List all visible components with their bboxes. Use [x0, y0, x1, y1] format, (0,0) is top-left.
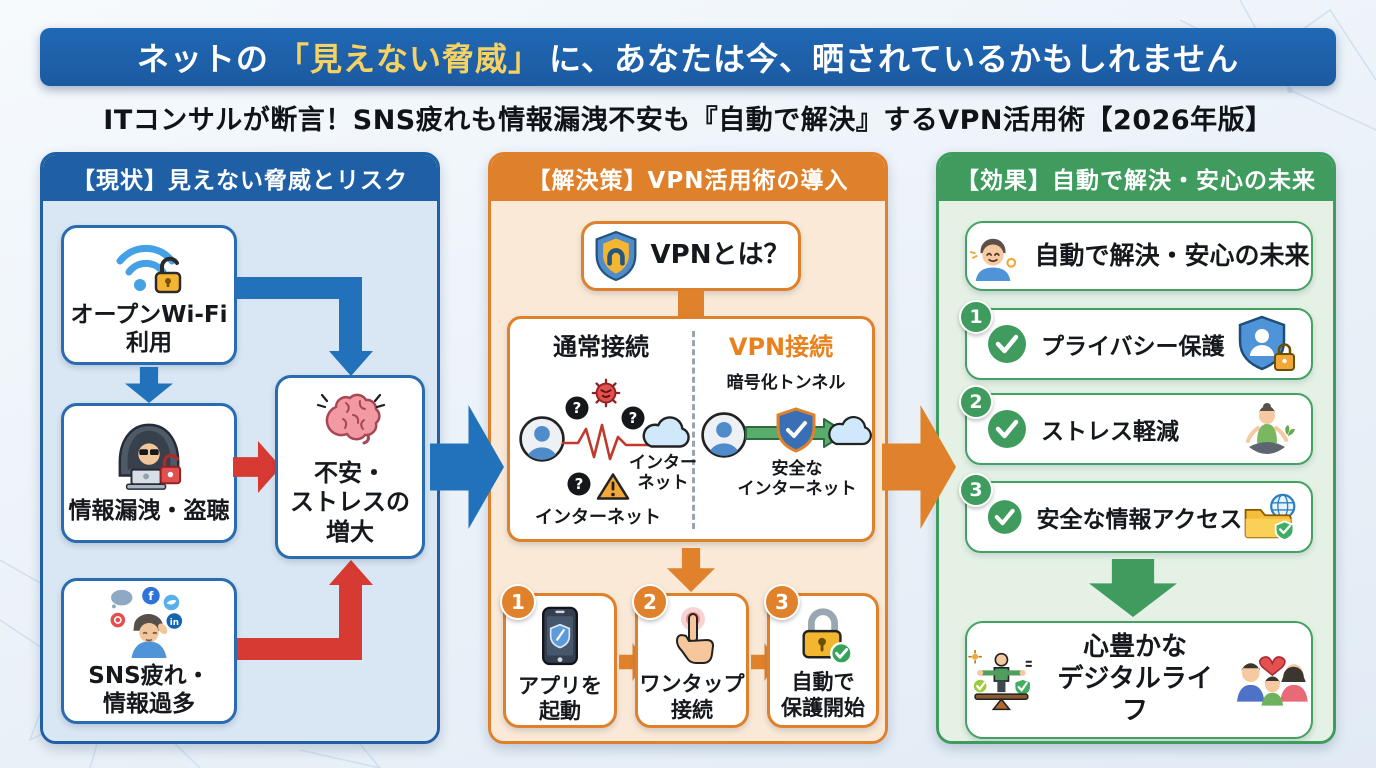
vpn-connection-title: VPN接続	[728, 333, 834, 361]
check-circle-icon	[988, 410, 1026, 448]
secure-tunnel-arrow-icon	[745, 407, 847, 453]
panel-current-threats: 【現状】見えない脅威とリスク オープンWi-Fi 利用	[40, 152, 440, 744]
step-2-badge: 2	[632, 584, 668, 620]
vpn-what-card: VPNとは？	[581, 221, 801, 291]
panel-effects: 【効果】自動で解決・安心の未来 自動で解決・安心の未来 1 プライバシー保護	[936, 152, 1336, 744]
main-title-banner: ネットの 「見えない脅威」 に、あなたは今、晒されているかもしれません	[40, 28, 1336, 86]
benefit-1-badge: 1	[959, 300, 993, 334]
panel-effects-body: 自動で解決・安心の未来 1 プライバシー保護 2	[939, 201, 1333, 741]
benefit-privacy-label: プライバシー保護	[1041, 334, 1225, 360]
data-leak-card: 情報漏洩・盗聴	[61, 403, 237, 543]
hacker-icon	[118, 423, 182, 490]
data-leak-label: 情報漏洩・盗聴	[68, 497, 230, 524]
internet-label-bottom: インターネット	[535, 507, 661, 528]
rich-digital-life-card: 心豊かな デジタルライフ	[965, 621, 1313, 739]
encrypted-tunnel-label: 暗号化トンネル	[726, 373, 846, 393]
stress-increase-card: 不安・ ストレスの 増大	[275, 375, 425, 559]
step-3-badge: 3	[764, 584, 800, 620]
sns-overload-person-icon: f in	[110, 586, 183, 658]
virus-icon	[591, 378, 621, 408]
check-circle-icon	[988, 325, 1026, 363]
internet-label-side: インター ネット	[629, 453, 697, 494]
wifi-unlocked-icon	[116, 244, 182, 294]
benefit-stress-label: ストレス軽減	[1041, 419, 1179, 445]
question-icon: ?	[621, 406, 645, 430]
question-icon: ?	[565, 396, 589, 420]
benefit-access-label: 安全な情報アクセス	[1036, 507, 1243, 533]
title-highlight: 「見えない脅威」	[276, 40, 541, 78]
meditation-person-icon	[1246, 403, 1295, 454]
lock-protected-icon	[802, 608, 853, 664]
sns-fatigue-label: SNS疲れ・ 情報過多	[88, 662, 210, 717]
panel-vpn-solution: 【解決策】VPN活用術の導入 VPNとは？ 通常接続 VPN接続	[488, 152, 888, 744]
step-one-tap-label: ワンタップ 接続	[639, 672, 745, 722]
safe-internet-label: 安全な インターネット	[737, 459, 857, 500]
life-balance-icon	[968, 649, 1032, 711]
question-icon: ?	[567, 472, 591, 496]
step-auto-protect-card: 3 自動で 保護開始	[764, 584, 879, 728]
arrow-sns-to-stress-horizontal	[237, 638, 362, 660]
benefit-stress-row: 2 ストレス軽減	[959, 385, 1313, 465]
step-1-badge: 1	[500, 584, 536, 620]
arrow-wifi-to-stress-vertical	[339, 277, 362, 353]
unstable-signal-line	[562, 423, 648, 461]
arrow-leak-to-stress	[233, 441, 281, 493]
warning-triangle-icon	[596, 473, 630, 500]
title-text-pre: ネットの	[136, 40, 269, 78]
arrow-wifi-to-stress-head	[329, 351, 373, 376]
check-circle-icon	[987, 500, 1022, 534]
step-launch-app-label: アプリを 起動	[518, 673, 602, 724]
benefit-access-row: 3 安全な情報アクセス	[959, 473, 1313, 553]
title-text-post: に、あなたは今、晒されているかもしれません	[548, 40, 1240, 78]
svg-text:in: in	[170, 618, 179, 628]
svg-text:f: f	[148, 589, 154, 603]
step-one-tap-card: 2 ワンタップ 接続	[632, 584, 749, 728]
rich-digital-life-label: 心豊かな デジタルライフ	[1057, 632, 1213, 726]
benefit-2-badge: 2	[959, 385, 993, 419]
arrow-sns-to-stress-head	[329, 560, 373, 585]
one-tap-hand-icon	[676, 607, 714, 664]
vpn-what-label: VPNとは？	[650, 240, 790, 271]
effect-summary-card: 自動で解決・安心の未来	[965, 221, 1313, 291]
panel-current-body: オープンWi-Fi 利用 情報漏洩・盗聴	[43, 201, 437, 741]
effect-summary-label: 自動で解決・安心の未来	[1034, 240, 1310, 270]
svg-text:?: ?	[629, 409, 638, 427]
panel-current-header: 【現状】見えない脅威とリスク	[43, 155, 437, 201]
svg-text:?: ?	[573, 399, 582, 417]
arrow-compare-to-steps	[667, 548, 715, 592]
internet-cloud-icon	[642, 416, 690, 448]
connection-compare-card: 通常接続 VPN接続	[507, 316, 875, 542]
open-wifi-label: オープンWi-Fi 利用	[70, 301, 228, 356]
benefit-privacy-row: 1 プライバシー保護	[959, 300, 1313, 380]
happy-person-icon	[970, 238, 1017, 281]
arrow-benefits-to-final	[1089, 559, 1177, 617]
connector-vpn-to-compare	[678, 291, 704, 318]
user-icon	[519, 416, 565, 462]
vpn-shield-icon	[595, 230, 636, 282]
arrow-wifi-to-leak	[125, 367, 173, 403]
vpn-app-phone-icon	[542, 606, 578, 666]
compare-divider	[692, 331, 695, 529]
step-launch-app-card: 1 アプリを 起動	[500, 584, 617, 728]
user-icon	[701, 412, 747, 458]
step-auto-protect-label: 自動で 保護開始	[781, 670, 865, 720]
privacy-shield-lock-icon	[1238, 315, 1295, 371]
panel-solution-body: VPNとは？ 通常接続 VPN接続	[491, 201, 885, 741]
secure-folder-globe-icon	[1244, 493, 1296, 541]
open-wifi-card: オープンWi-Fi 利用	[61, 225, 237, 365]
safe-cloud-icon	[828, 415, 872, 446]
subtitle: ITコンサルが断言！SNS疲れも情報漏洩不安も『自動で解決』するVPN活用術【2…	[103, 105, 1273, 136]
stressed-brain-icon	[316, 393, 386, 445]
normal-connection-title: 通常接続	[553, 333, 649, 361]
panel-solution-header: 【解決策】VPN活用術の導入	[491, 155, 885, 201]
happy-family-icon	[1237, 656, 1309, 706]
arrow-wifi-to-stress-horizontal	[237, 277, 362, 299]
sns-fatigue-card: f in SNS疲れ・ 情報過多	[61, 578, 237, 724]
arrow-sns-to-stress-vertical	[339, 585, 362, 660]
panel-effects-header: 【効果】自動で解決・安心の未来	[939, 155, 1333, 201]
benefit-3-badge: 3	[959, 473, 993, 507]
svg-text:?: ?	[575, 475, 584, 493]
stress-increase-label: 不安・ ストレスの 増大	[290, 459, 410, 546]
